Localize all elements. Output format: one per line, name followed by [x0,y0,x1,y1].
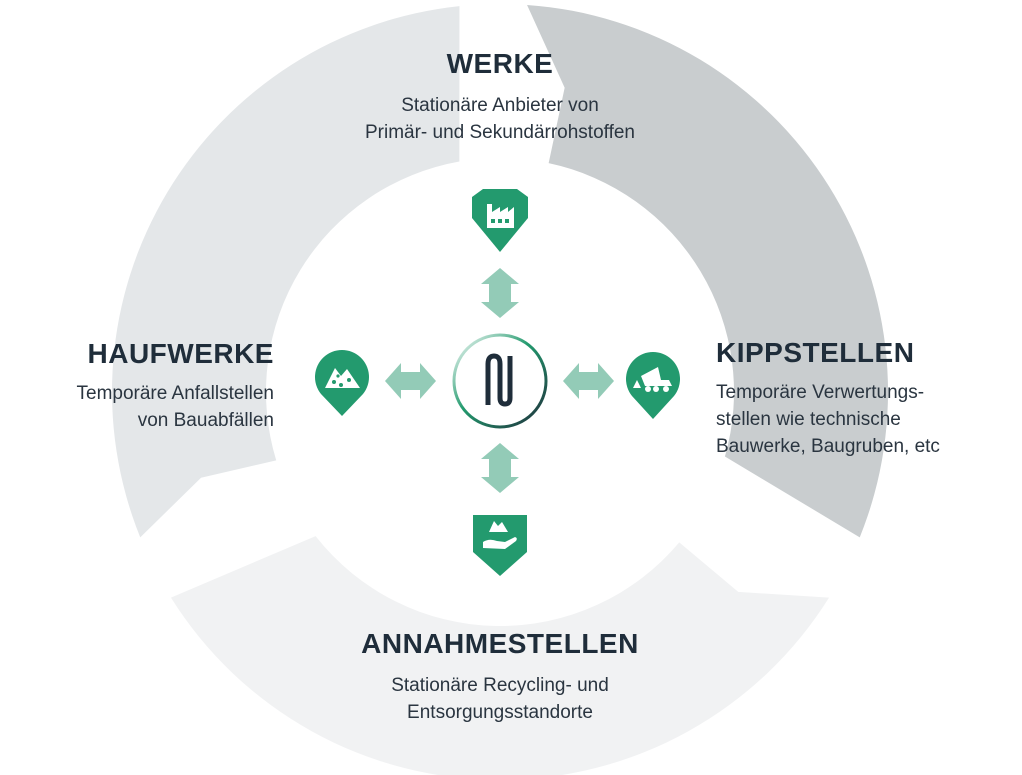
node-desc-line: Primär- und Sekundärrohstoffen [364,122,636,143]
hand-material-icon [473,515,527,576]
node-annahmestellen: ANNAHMESTELLEN Stationäre Recycling- und… [300,628,700,726]
node-desc-line: von Bauabfällen [137,410,274,431]
double-arrow-up [481,268,519,318]
cycle-segment-werke-kippstellen [527,4,888,538]
cycle-segment-haufwerke-werke [112,6,460,538]
double-arrow-left [385,363,436,399]
double-arrow-down [481,443,519,493]
node-desc-line: Stationäre Recycling- und [391,675,609,696]
node-haufwerke: HAUFWERKE Temporäre Anfallstellen von Ba… [0,338,275,434]
node-title: KIPPSTELLEN [716,337,915,368]
node-desc-line: Temporäre Verwertungs- [716,382,925,403]
node-kippstellen: KIPPSTELLEN Temporäre Verwertungs- stell… [716,337,1022,460]
rubble-pile-icon [315,350,369,416]
node-desc-line: Temporäre Anfallstellen [76,383,275,404]
factory-icon [472,189,528,252]
logo-icon [452,333,548,429]
cycle-segment-kippstellen-annahmestellen [170,536,830,775]
node-desc-line: Stationäre Anbieter von [401,95,599,116]
node-title: ANNAHMESTELLEN [361,628,639,659]
node-desc-line: stellen wie technische [716,409,901,430]
node-werke: WERKE Stationäre Anbieter von Primär- un… [300,48,700,146]
dump-truck-icon [626,352,680,419]
node-title: WERKE [446,48,554,79]
node-desc-line: Entsorgungsstandorte [407,702,593,723]
double-arrow-right [563,363,614,399]
node-title: HAUFWERKE [87,338,274,369]
node-desc-line: Bauwerke, Baugruben, etc [716,436,940,457]
